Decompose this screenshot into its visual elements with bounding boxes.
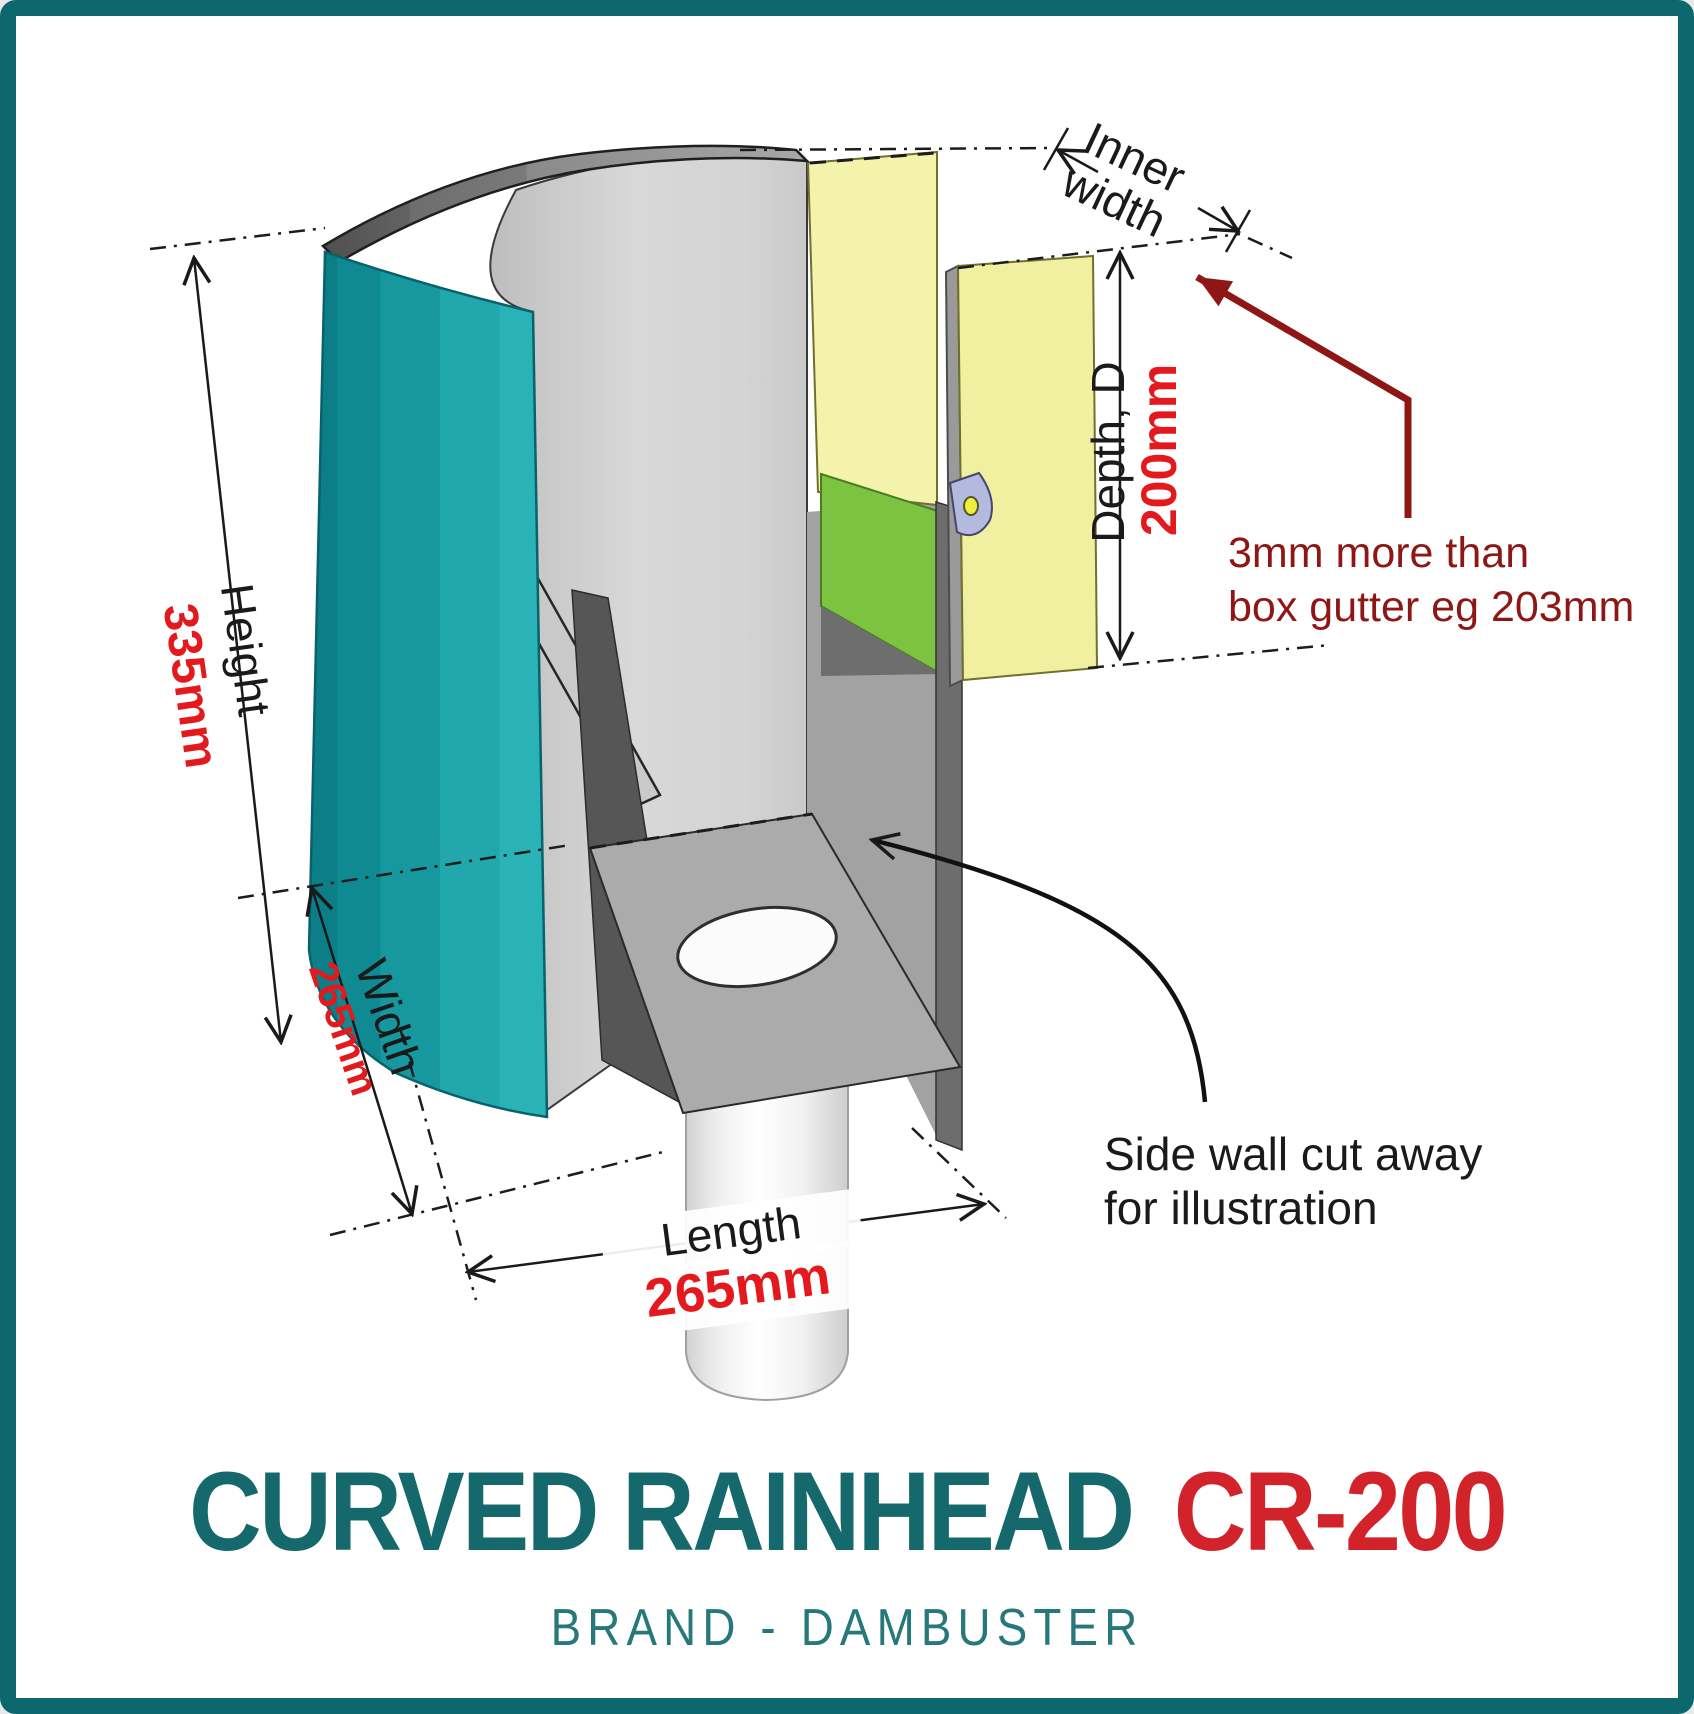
depth-dimension: Depth, D 200mm	[1082, 361, 1187, 543]
product-model: CR-200	[1173, 1449, 1508, 1574]
inner-width-right-arrow	[1197, 208, 1238, 231]
cutaway-line2: for illustration	[1104, 1182, 1378, 1234]
rainhead-illustration: Height 335mm Width 265mm Length 265mm De…	[149, 112, 1634, 1402]
cutaway-line1: Side wall cut away	[1104, 1128, 1482, 1180]
depth-note: 3mm more than box gutter eg 203mm	[1228, 529, 1634, 631]
tab-hole	[963, 496, 979, 516]
cutaway-note: Side wall cut away for illustration	[1104, 1128, 1482, 1234]
depth-note-line1: 3mm more than	[1228, 529, 1529, 577]
footer: CURVED RAINHEAD CR-200 BRAND - DAMBUSTER	[16, 1456, 1678, 1657]
brand-line: BRAND - DAMBUSTER	[550, 1599, 1144, 1657]
hidden-edge-lines	[589, 151, 936, 850]
green-floor-shadow	[821, 606, 941, 676]
length-dimension: Length 265mm	[567, 1188, 909, 1345]
inner-width-left-arrow	[1058, 150, 1099, 172]
depth-note-line2: box gutter eg 203mm	[1228, 583, 1634, 631]
height-label: Height	[211, 580, 281, 719]
outlet-hole	[676, 905, 838, 989]
height-dimension: Height 335mm	[153, 580, 281, 771]
yellow-back-panel	[806, 150, 938, 507]
depth-value: 200mm	[1131, 364, 1187, 536]
height-dimension-line	[194, 258, 281, 1042]
top-rim-opening	[320, 144, 811, 264]
product-title: CURVED RAINHEAD CR-200	[99, 1456, 1595, 1568]
depth-label: Depth, D	[1082, 361, 1134, 543]
inner-width-dimension: Inner width	[1054, 112, 1193, 247]
cutaway-arrow	[872, 840, 1208, 1103]
width-dimension-line	[312, 888, 412, 1214]
product-name: CURVED RAINHEAD	[189, 1449, 1135, 1574]
yellow-side-panel	[956, 254, 1099, 682]
inner-width-tick-right	[1224, 209, 1252, 253]
dimension-lines	[194, 127, 1252, 1214]
depth-note-arrow	[1195, 273, 1412, 518]
inner-width-tick-left	[1042, 127, 1070, 171]
